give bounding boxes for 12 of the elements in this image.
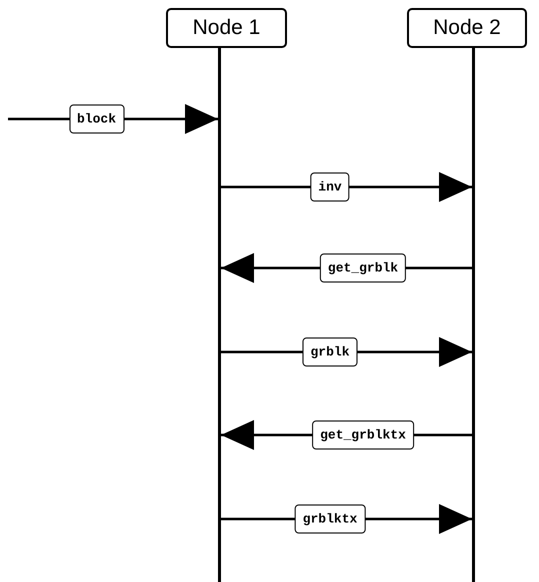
- participant-box: [166, 8, 287, 48]
- edge-label: get_grblktx: [312, 420, 414, 450]
- participant-name: Node 1: [192, 16, 260, 40]
- participant-name: Node 2: [433, 16, 501, 40]
- participant-box: [407, 8, 527, 48]
- edge-label: inv: [310, 172, 350, 202]
- edge-label: grblk: [302, 338, 358, 366]
- edge-label: get_grblk: [320, 254, 406, 282]
- lifeline: [472, 48, 475, 582]
- lifeline: [218, 48, 221, 582]
- edge-label: block: [69, 104, 124, 134]
- edge-label: grblktx: [294, 504, 366, 534]
